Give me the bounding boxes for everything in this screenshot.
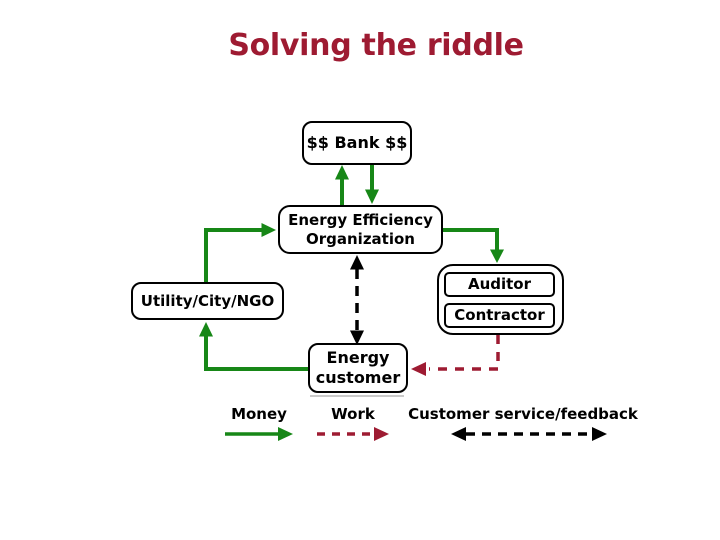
legend-work-label: Work xyxy=(331,405,375,423)
customer-label-line1: Energy xyxy=(326,348,390,367)
utility-city-ngo-box: Utility/City/NGO xyxy=(131,282,284,320)
money-arrow-eeo-to-bank xyxy=(335,165,349,205)
legend-money-arrow xyxy=(225,427,293,441)
legend-feedback-label: Customer service/feedback xyxy=(408,405,638,423)
work-arrow-contractor-to-customer xyxy=(411,335,500,376)
contractor-label: Contractor xyxy=(454,306,545,325)
auditor-contractor-group-box: Auditor Contractor xyxy=(437,264,564,335)
auditor-box: Auditor xyxy=(444,272,555,297)
bank-box: $$ Bank $$ xyxy=(302,121,412,165)
auditor-label: Auditor xyxy=(467,275,532,294)
money-arrow-customer-to-utility xyxy=(199,322,308,371)
utility-label: Utility/City/NGO xyxy=(140,291,275,310)
energy-customer-box: Energy customer xyxy=(308,343,408,393)
eeo-label-line2: Organization xyxy=(306,229,415,248)
feedback-arrow-eeo-customer xyxy=(350,255,364,345)
slide-title: Solving the riddle xyxy=(228,28,524,63)
legend-work-arrow xyxy=(317,427,389,441)
money-arrow-eeo-to-group xyxy=(443,228,504,263)
eeo-label-line1: Energy Efficiency xyxy=(288,210,433,229)
contractor-box: Contractor xyxy=(444,303,555,328)
money-arrow-utility-to-eeo xyxy=(204,223,276,282)
customer-label-line2: customer xyxy=(315,368,401,387)
energy-efficiency-organization-box: Energy Efficiency Organization xyxy=(278,205,443,254)
bank-label: $$ Bank $$ xyxy=(306,133,408,152)
money-arrow-bank-to-eeo xyxy=(365,165,379,204)
legend-feedback-arrow xyxy=(451,427,607,441)
legend-money-label: Money xyxy=(231,405,287,423)
